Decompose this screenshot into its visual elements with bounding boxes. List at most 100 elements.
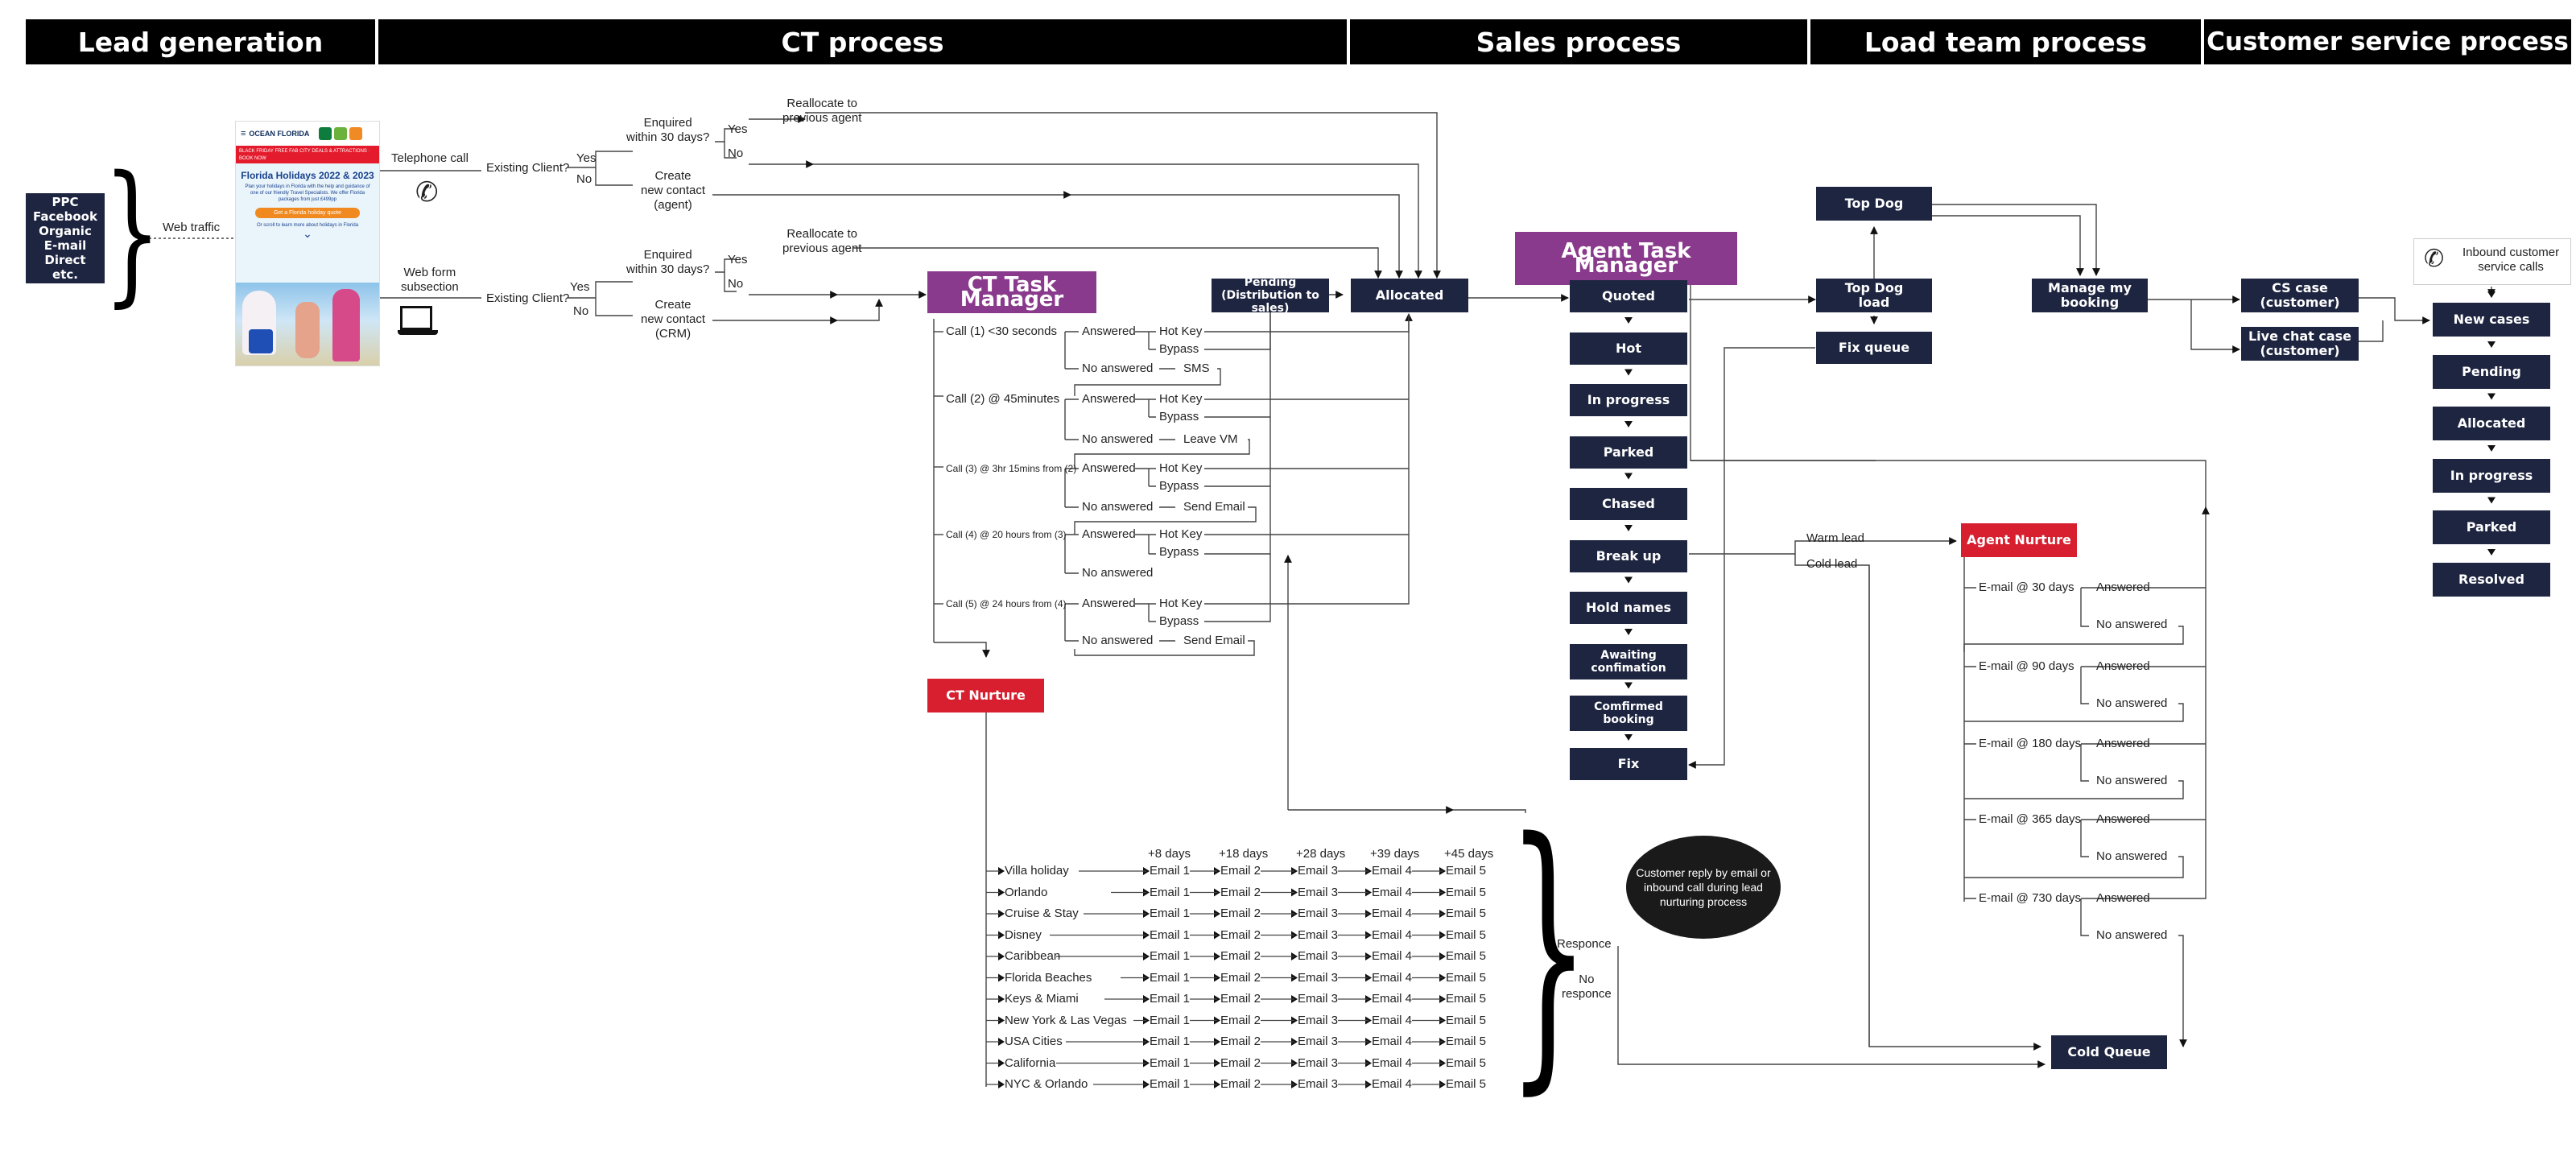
- nurture-day-label: +39 days: [1370, 847, 1420, 861]
- arrowhead-icon: [998, 1038, 1005, 1046]
- manage-booking-box: Manage my booking: [2032, 279, 2148, 312]
- no-label: No: [728, 147, 744, 160]
- call-step-label: Call (3) @ 3hr 15mins from (2): [946, 463, 1077, 474]
- nurture-email-label: Email 1: [1150, 1013, 1191, 1027]
- lead-sources-box: PPC Facebook Organic E-mail Direct etc.: [26, 193, 105, 283]
- nurture-email-label: Email 4: [1372, 864, 1413, 878]
- responce-label: Responce: [1557, 937, 1612, 951]
- header-ct-process: CT process: [378, 19, 1347, 64]
- sales-stage-box: Awaiting confimation: [1570, 643, 1687, 679]
- call-step-label: Call (1) <30 seconds: [946, 324, 1057, 338]
- telephone-call-label: Telephone call: [391, 151, 469, 165]
- arrowhead-icon: [998, 1059, 1005, 1068]
- nurture-email-label: Email 5: [1446, 907, 1487, 920]
- arrowhead-icon: [998, 910, 1005, 918]
- answered-label: Answered: [2096, 812, 2150, 826]
- nurture-day-label: +45 days: [1444, 847, 1494, 861]
- answered-label: Answered: [1082, 324, 1136, 338]
- nurture-email-label: Email 1: [1150, 907, 1191, 920]
- cold-queue-box: Cold Queue: [2051, 1035, 2167, 1069]
- arrowhead-icon: [998, 867, 1005, 875]
- badge-icon: [319, 127, 332, 140]
- call-step-label: Call (5) @ 24 hours from (4): [946, 598, 1067, 609]
- poster-title: Florida Holidays 2022 & 2023: [241, 170, 374, 181]
- arrowhead-icon: [1624, 682, 1633, 689]
- nurture-email-label: Email 1: [1150, 992, 1191, 1006]
- sales-stage-box: Break up: [1570, 539, 1687, 572]
- arrowhead-icon: [998, 952, 1005, 960]
- header-sales-process: Sales process: [1350, 19, 1807, 64]
- no-answered-label: No answered: [1082, 634, 1154, 647]
- nurture-email-label: Email 4: [1372, 1055, 1413, 1070]
- arrowhead-icon: [998, 1080, 1005, 1088]
- arrowhead-icon: [998, 995, 1005, 1003]
- nurture-email-label: Email 2: [1220, 970, 1261, 985]
- nurture-day-label: +8 days: [1148, 847, 1191, 861]
- yes-label: Yes: [728, 253, 748, 266]
- create-contact-crm-label: Create new contact (CRM): [641, 298, 706, 341]
- cs-stage-box: Resolved: [2433, 562, 2550, 597]
- nurture-email-label: Email 3: [1298, 927, 1339, 942]
- warm-lead-label: Warm lead: [1806, 531, 1864, 545]
- sales-stage-box: Chased: [1570, 488, 1687, 520]
- bypass-label: Bypass: [1159, 545, 1199, 559]
- nurture-email-label: Email 5: [1446, 885, 1487, 899]
- nurture-segment-label: New York & Las Vegas: [1005, 1013, 1127, 1027]
- arrowhead-icon: [1624, 629, 1633, 635]
- no-label: No: [573, 304, 589, 318]
- nurture-email-label: Email 3: [1298, 1035, 1339, 1048]
- cs-stage-box: Allocated: [2433, 407, 2550, 440]
- quote-button[interactable]: Get a Florida holiday quote: [255, 208, 360, 218]
- sales-stage-box: Quoted: [1570, 280, 1687, 312]
- answered-label: Answered: [2096, 891, 2150, 905]
- no-answered-label: No answered: [2096, 617, 2168, 631]
- badge-icon: [334, 127, 348, 140]
- scroll-link[interactable]: Or scroll to learn more about holidays i…: [256, 223, 359, 228]
- arrowhead-icon: [998, 1016, 1005, 1025]
- brand-logo: OCEAN FLORIDA: [249, 130, 310, 138]
- arrowhead-icon: [2487, 341, 2496, 348]
- arrowhead-icon: [1624, 473, 1633, 480]
- no-label: No: [728, 277, 744, 291]
- answered-label: Answered: [2096, 659, 2150, 673]
- nurture-email-label: Email 5: [1446, 992, 1487, 1006]
- arrowhead-icon: [1624, 317, 1633, 324]
- nurture-day-label: +28 days: [1296, 847, 1346, 861]
- sales-stage-box: In progress: [1570, 384, 1687, 416]
- nurture-email-label: Email 1: [1150, 927, 1191, 942]
- nurture-email-label: Email 4: [1372, 992, 1413, 1006]
- top-dog-load-box: Top Dog load: [1816, 279, 1932, 312]
- nurture-email-label: Email 3: [1298, 970, 1339, 985]
- call-step-label: Call (2) @ 45minutes: [946, 392, 1060, 406]
- arrowhead-icon: [2487, 291, 2496, 298]
- nurture-email-label: Email 3: [1298, 864, 1339, 878]
- reallocate-label: Reallocate to previous agent: [782, 227, 862, 255]
- no-answered-label: No answered: [1082, 361, 1154, 375]
- nurture-email-label: Email 4: [1372, 927, 1413, 942]
- answered-label: Answered: [1082, 392, 1136, 406]
- leave-vm-label: Leave VM: [1183, 432, 1238, 446]
- nurture-email-label: Email 1: [1150, 970, 1191, 985]
- nurture-day-label: +18 days: [1219, 847, 1269, 861]
- existing-client-label: Existing Client?: [486, 161, 570, 175]
- reallocate-label: Reallocate to previous agent: [782, 97, 862, 125]
- nurture-email-label: Email 5: [1446, 949, 1487, 963]
- nurture-segment-label: Disney: [1005, 927, 1042, 942]
- nurture-email-label: Email 2: [1220, 885, 1261, 899]
- nurture-email-label: Email 1: [1150, 1055, 1191, 1070]
- yes-label: Yes: [570, 280, 590, 294]
- nurture-email-label: Email 4: [1372, 1013, 1413, 1027]
- cs-stage-box: Parked: [2433, 510, 2550, 544]
- promo-banner: BLACK FRIDAY FREE FAB CITY DEALS & ATTRA…: [236, 146, 379, 163]
- ct-task-manager: CT Task Manager: [927, 271, 1096, 313]
- pending-box: Pending (Distribution to sales): [1212, 276, 1329, 315]
- nurture-email-label: Email 5: [1446, 1013, 1487, 1027]
- nurture-email-label: Email 1: [1150, 1035, 1191, 1048]
- nurture-email-label: Email 4: [1372, 885, 1413, 899]
- cs-stage-box: New cases: [2433, 303, 2550, 337]
- nurture-email-label: Email 5: [1446, 1077, 1487, 1091]
- nurture-email-label: Email 2: [1220, 1013, 1261, 1027]
- nurture-email-label: Email 2: [1220, 992, 1261, 1006]
- allocated-box: Allocated: [1351, 279, 1468, 312]
